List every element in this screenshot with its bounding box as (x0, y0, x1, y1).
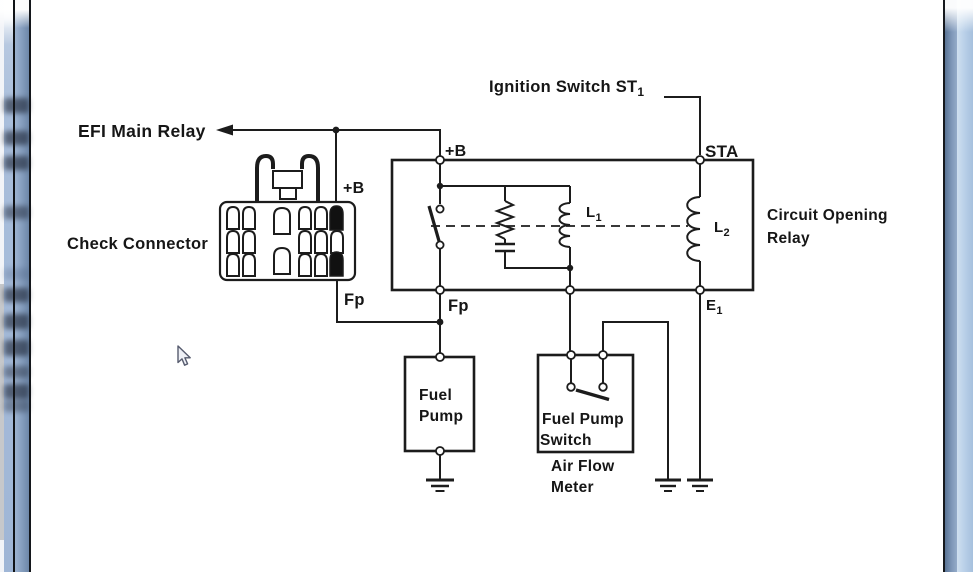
ground-symbol-switch (655, 478, 681, 492)
check-connector-drawing (218, 153, 357, 282)
coil-l1 (558, 186, 571, 286)
terminal-e1 (695, 285, 705, 295)
terminal-fp (435, 285, 445, 295)
arrowhead-left-icon (216, 124, 233, 136)
label-coil-l1: L1 (586, 204, 602, 224)
left-window-edge-blue-bar[interactable] (15, 0, 29, 572)
label-air-flow-meter-line1: Air Flow (551, 458, 615, 475)
fuel-pump-box (403, 352, 476, 492)
label-relay-e1: E1 (706, 297, 723, 317)
left-window-edge-gray-segment (0, 284, 4, 540)
connector-hook-right (300, 153, 320, 203)
connector-latch-notch (279, 187, 297, 200)
connector-latch (272, 170, 303, 189)
label-check-connector: Check Connector (67, 235, 208, 253)
right-window-edge-blue-bar[interactable] (945, 0, 957, 572)
label-circuit-opening-relay-line2: Relay (767, 230, 810, 247)
label-fuel-pump-switch-line1: Fuel Pump (542, 411, 624, 428)
coil-l2 (686, 164, 701, 286)
ground-symbol-e1 (687, 478, 713, 492)
connector-pin-plus-b-filled (329, 205, 344, 231)
label-fuel-pump-line1: Fuel (419, 387, 452, 404)
label-fuel-pump-line2: Pump (419, 408, 463, 425)
wires (216, 96, 701, 479)
resistor-capacitor-branch (494, 186, 574, 272)
left-window-border-line-outer (13, 0, 15, 572)
label-relay-fp: Fp (448, 297, 469, 315)
left-window-edge-light-bar[interactable] (4, 0, 13, 572)
circuit-opening-relay-box (390, 155, 755, 295)
terminal-plus-b (435, 155, 445, 165)
mouse-cursor-icon (177, 345, 191, 366)
label-relay-plus-b: +B (445, 143, 467, 160)
label-fuel-pump-switch-line2: Switch (540, 432, 592, 449)
fuel-pump-switch-box (536, 350, 635, 454)
right-edge-top-highlight (945, 0, 973, 32)
terminal-mid (565, 285, 575, 295)
right-window-border-line (943, 0, 945, 572)
left-edge-top-highlight (0, 0, 31, 28)
connector-pin-fp-filled (329, 251, 344, 277)
switch-blade (575, 388, 610, 402)
label-circuit-opening-relay-line1: Circuit Opening (767, 207, 888, 224)
label-efi-main-relay: EFI Main Relay (78, 121, 206, 141)
terminal-sta (695, 155, 705, 165)
connector-hook-left (255, 153, 275, 203)
label-connector-plus-b: +B (343, 180, 365, 197)
ground-symbol-fuel-pump (426, 478, 454, 492)
relay-contact-switch (427, 186, 445, 286)
left-window-border-line-inner (29, 0, 31, 572)
label-air-flow-meter-line2: Meter (551, 479, 594, 496)
right-window-edge-light-bar[interactable] (957, 0, 973, 572)
label-ignition-switch: Ignition Switch ST1 (489, 78, 644, 99)
label-coil-l2: L2 (714, 219, 730, 239)
label-connector-fp: Fp (344, 291, 365, 309)
label-relay-sta: STA (705, 142, 739, 161)
